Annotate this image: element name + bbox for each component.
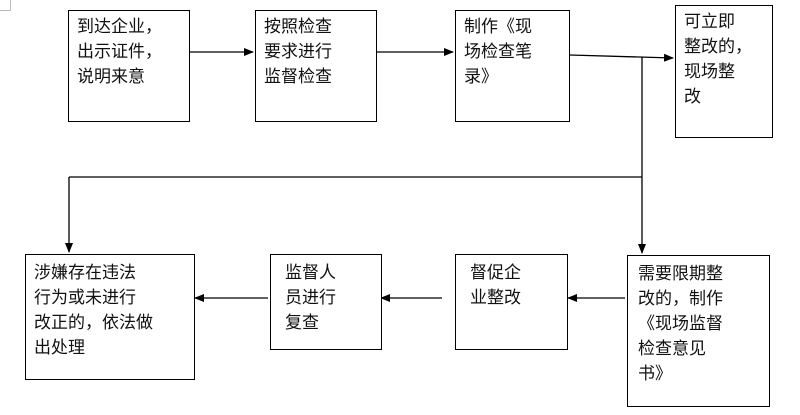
step-immediate-box: 可立即 整改的， 现场整 改 xyxy=(675,5,773,138)
step-inspect-box: 按照检查 要求进行 监督检查 xyxy=(255,10,377,122)
step-deadline-box: 需要限期整 改的，制作 《现场监督 检查意见 书》 xyxy=(627,255,770,407)
step-penalty-box: 涉嫌存在违法 行为或未进行 改正的，依法做 出处理 xyxy=(25,254,195,380)
step-urge-box: 督促企 业整改 xyxy=(455,254,568,350)
step-recheck-box: 监督人 员进行 复查 xyxy=(270,254,382,350)
arrow-record-to-immediate xyxy=(569,53,674,62)
step-arrive-box: 到达企业， 出示证件， 说明来意 xyxy=(68,10,190,122)
crop-mark xyxy=(0,0,11,11)
step-record-box: 制作《现 场检查笔 录》 xyxy=(455,10,570,122)
